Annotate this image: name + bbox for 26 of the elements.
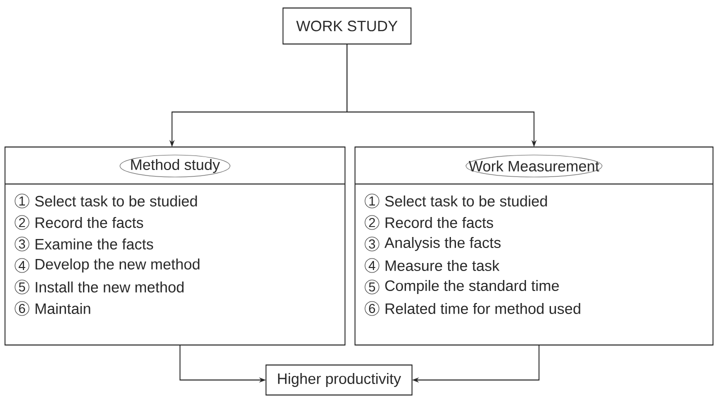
callout-number: 4 [14,258,30,273]
callout-number: 2 [14,215,30,230]
list-item: Examine the facts [36,238,154,250]
callout-number: 3 [364,236,380,252]
list-item: Record the facts [36,217,144,228]
callout-number: 5 [364,280,380,294]
callout-number: 1 [364,194,380,208]
callout-number: 5 [14,280,30,294]
list-item: Maintain [36,303,90,314]
list-item: Compile the standard time [385,280,559,294]
list-item: Select task to be studied [385,196,547,206]
callout-number: 6 [14,301,30,316]
process-box: WORK STUDY [282,8,412,44]
list-item: Record the facts [386,217,494,228]
callout-number: 6 [364,301,380,316]
list-item: Install the new method [36,282,184,292]
process-box: Higher productivity [266,364,412,396]
list-item: Select task to be studied [35,196,197,206]
callout-number: 2 [364,215,380,230]
list-item: Measure the task [386,260,500,271]
list-item: Analysis the facts [384,237,501,251]
list-item: Develop the new method [36,258,200,272]
callout-number: 1 [14,194,30,208]
callout-number: 3 [14,236,30,252]
list-item: Related time for method used [386,303,580,314]
callout-number: 4 [364,258,380,273]
